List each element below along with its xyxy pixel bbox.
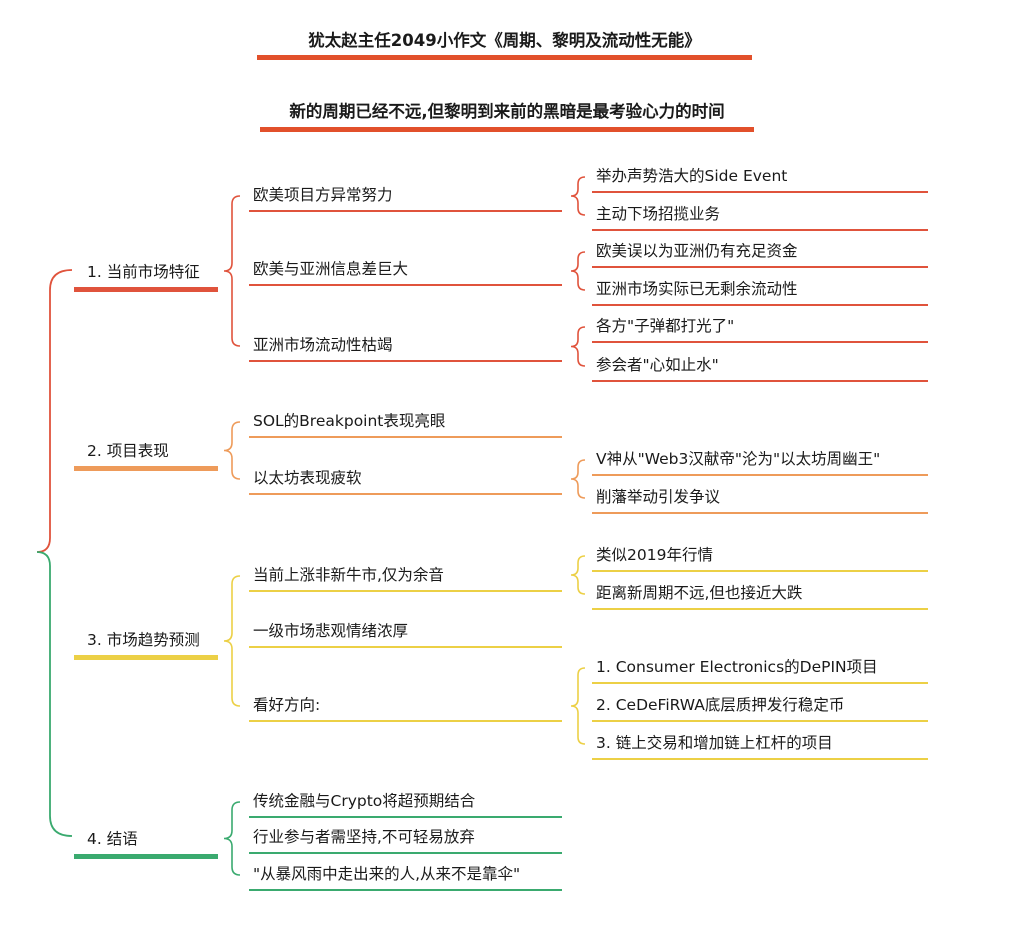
topic-underline <box>249 720 562 722</box>
section-underline <box>74 853 218 859</box>
detail-underline <box>592 380 928 382</box>
detail-label: 类似2019年行情 <box>596 546 713 564</box>
section-label: 2. 项目表现 <box>87 442 169 460</box>
detail-underline <box>592 720 928 722</box>
root-brace-bottom <box>36 551 73 837</box>
topic-underline <box>249 284 562 286</box>
topic-label: 传统金融与Crypto将超预期结合 <box>253 792 476 810</box>
topic-brace <box>570 667 586 745</box>
section-label: 4. 结语 <box>87 830 138 848</box>
topic-underline <box>249 646 562 648</box>
topic-underline <box>249 590 562 592</box>
topic-underline <box>249 436 562 438</box>
topic-label: 行业参与者需坚持,不可轻易放弃 <box>253 828 475 846</box>
topic-label: 看好方向: <box>253 696 321 714</box>
topic-underline <box>249 360 562 362</box>
detail-underline <box>592 191 928 193</box>
topic-label: 欧美项目方异常努力 <box>253 186 393 204</box>
detail-underline <box>592 341 928 343</box>
section-brace <box>223 421 241 480</box>
topic-underline <box>249 889 562 891</box>
title-underline <box>257 55 752 60</box>
section-underline <box>74 654 218 660</box>
detail-underline <box>592 758 928 760</box>
topic-brace <box>570 459 586 499</box>
section-underline <box>74 286 218 292</box>
detail-underline <box>592 608 928 610</box>
topic-brace <box>570 176 586 216</box>
map-subtitle: 新的周期已经不远,但黎明到来前的黑暗是最考验心力的时间 <box>289 102 725 121</box>
section-underline <box>74 465 218 471</box>
detail-label: 参会者"心如止水" <box>596 356 719 374</box>
topic-underline <box>249 852 562 854</box>
detail-label: 距离新周期不远,但也接近大跌 <box>596 584 803 602</box>
detail-label: 2. CeDeFiRWA底层质押发行稳定币 <box>596 696 845 714</box>
detail-underline <box>592 266 928 268</box>
topic-label: 一级市场悲观情绪浓厚 <box>253 622 409 640</box>
topic-label: 欧美与亚洲信息差巨大 <box>253 260 409 278</box>
section-brace <box>223 575 241 707</box>
topic-underline <box>249 210 562 212</box>
topic-label: 以太坊表现疲软 <box>253 469 362 487</box>
topic-label: SOL的Breakpoint表现亮眼 <box>253 412 446 430</box>
section-brace <box>223 801 241 876</box>
detail-label: 各方"子弹都打光了" <box>596 317 735 335</box>
topic-label: 亚洲市场流动性枯竭 <box>253 336 393 354</box>
detail-underline <box>592 304 928 306</box>
detail-label: 1. Consumer Electronics的DePIN项目 <box>596 658 878 676</box>
root-brace-top <box>36 269 73 553</box>
section-label: 1. 当前市场特征 <box>87 263 200 281</box>
detail-underline <box>592 570 928 572</box>
detail-underline <box>592 474 928 476</box>
subtitle-underline <box>260 127 754 132</box>
topic-underline <box>249 816 562 818</box>
detail-underline <box>592 229 928 231</box>
detail-label: V神从"Web3汉献帝"沦为"以太坊周幽王" <box>596 450 881 468</box>
topic-underline <box>249 493 562 495</box>
detail-label: 举办声势浩大的Side Event <box>596 167 788 185</box>
topic-brace <box>570 326 586 367</box>
map-title: 犹太赵主任2049小作文《周期、黎明及流动性无能》 <box>308 31 701 50</box>
topic-brace <box>570 251 586 291</box>
detail-underline <box>592 682 928 684</box>
detail-label: 削藩举动引发争议 <box>596 488 721 506</box>
topic-label: "从暴风雨中走出来的人,从来不是靠伞" <box>253 865 521 883</box>
section-label: 3. 市场趋势预测 <box>87 631 200 649</box>
section-brace <box>223 195 241 347</box>
topic-brace <box>570 555 586 595</box>
detail-label: 3. 链上交易和增加链上杠杆的项目 <box>596 734 833 752</box>
detail-label: 主动下场招揽业务 <box>596 205 721 223</box>
detail-underline <box>592 512 928 514</box>
detail-label: 亚洲市场实际已无剩余流动性 <box>596 280 798 298</box>
detail-label: 欧美误以为亚洲仍有充足资金 <box>596 242 798 260</box>
topic-label: 当前上涨非新牛市,仅为余音 <box>253 566 444 584</box>
